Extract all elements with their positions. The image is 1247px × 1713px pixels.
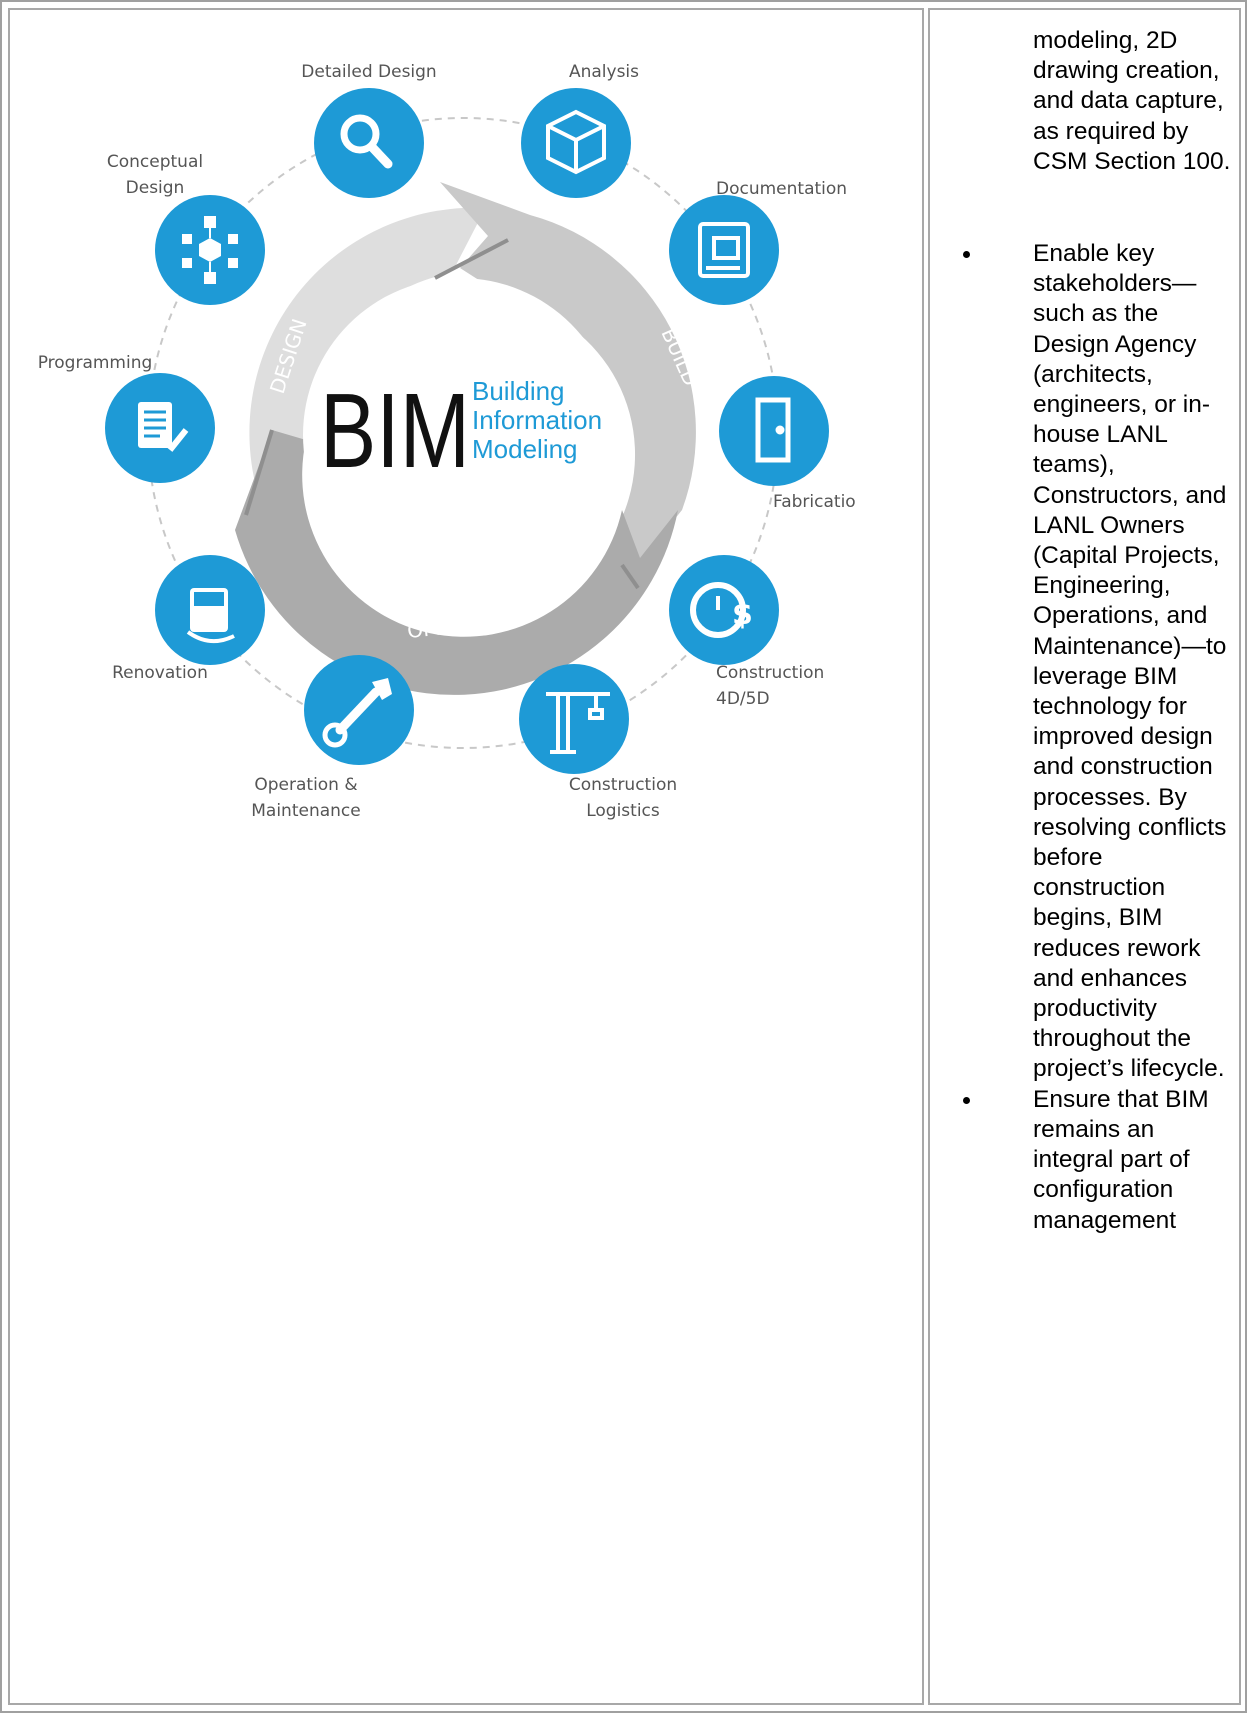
- network-icon: [182, 216, 238, 284]
- bullet-dot: [963, 251, 970, 258]
- bullet-text: Ensure that BIM remains an integral part…: [1033, 1085, 1209, 1234]
- stage-renovation: Renovation: [112, 555, 265, 683]
- crane-icon: [546, 692, 610, 754]
- label-construction-logistics-1: Construction: [569, 775, 677, 795]
- design-arrow: [249, 207, 485, 520]
- stage-construction-4d5d: $ Construction 4D/5D: [669, 555, 824, 709]
- diagram-cell: DESIGN BUILD OPERATE BIM Building Inform…: [8, 8, 924, 1705]
- svg-text:$: $: [732, 597, 753, 632]
- time-cost-icon: $: [690, 582, 753, 638]
- stage-conceptual-design: Conceptual Design: [107, 152, 265, 305]
- label-conceptual-design-2: Design: [126, 178, 185, 198]
- label-analysis: Analysis: [569, 62, 639, 82]
- bim-lifecycle-diagram: DESIGN BUILD OPERATE BIM Building Inform…: [38, 62, 856, 821]
- list-item: Enable key stakeholders—such as the Desi…: [963, 239, 1238, 1085]
- stage-detailed-design: Detailed Design: [301, 62, 437, 198]
- label-fabrication: Fabricatio: [773, 492, 856, 512]
- paint-bucket-icon: [186, 588, 235, 644]
- label-renovation: Renovation: [112, 663, 208, 683]
- text-cell: modeling, 2D drawing creation, and data …: [928, 8, 1241, 1705]
- stage-operation-maintenance: Operation & Maintenance: [251, 655, 414, 821]
- list-item: Ensure that BIM remains an integral part…: [963, 1085, 1238, 1236]
- stage-documentation: Documentation: [669, 179, 847, 305]
- label-documentation: Documentation: [716, 179, 847, 199]
- label-conceptual-design-1: Conceptual: [107, 152, 203, 172]
- label-operation-maintenance-2: Maintenance: [251, 801, 360, 821]
- bim-line-modeling: Modeling: [472, 434, 578, 464]
- bullet-dot: [963, 1096, 970, 1104]
- center-disc: [303, 278, 617, 592]
- lifecycle-arrows: [235, 182, 696, 695]
- label-construction-logistics-2: Logistics: [586, 801, 660, 821]
- stage-programming: Programming: [38, 353, 215, 483]
- label-detailed-design: Detailed Design: [301, 62, 436, 82]
- build-ridge: [620, 563, 640, 590]
- cube-icon: [546, 109, 606, 175]
- label-operation-maintenance-1: Operation &: [254, 775, 357, 795]
- wrench-icon: [322, 678, 392, 748]
- bim-line-information: Information: [472, 405, 602, 435]
- bim-line-building: Building: [472, 376, 565, 406]
- magnifier-icon: [340, 114, 393, 169]
- blueprint-icon: [698, 222, 750, 278]
- label-programming: Programming: [38, 353, 153, 373]
- operate-ridge: [244, 429, 274, 516]
- stage-construction-logistics: Construction Logistics: [519, 664, 677, 821]
- document-edit-icon: [138, 402, 189, 452]
- design-ridge: [434, 238, 509, 280]
- door-icon: [755, 397, 791, 463]
- label-construction-4d5d-1: Construction: [716, 663, 824, 683]
- bullet-list: Enable key stakeholders—such as the Desi…: [963, 239, 1238, 1236]
- operate-arrow: [235, 430, 678, 695]
- bim-acronym: BIM: [320, 372, 470, 490]
- build-arrow: [440, 182, 696, 575]
- label-construction-4d5d-2: 4D/5D: [716, 689, 770, 709]
- stage-fabrication: Fabricatio: [719, 376, 856, 512]
- stage-analysis: Analysis: [521, 62, 639, 198]
- continuation-text: modeling, 2D drawing creation, and data …: [1033, 27, 1231, 175]
- bullet-text: Enable key stakeholders—such as the Desi…: [1033, 240, 1227, 1083]
